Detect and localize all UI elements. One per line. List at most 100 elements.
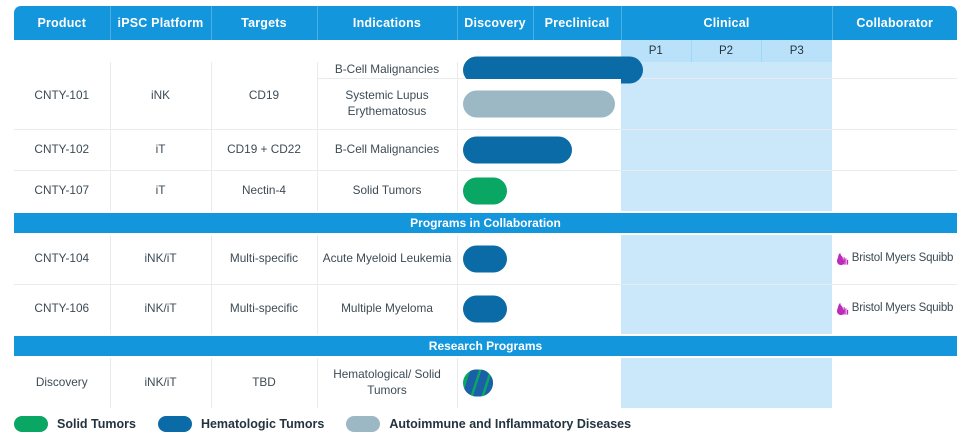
cell-platform: iNK/iT xyxy=(110,357,212,408)
cell-collaborator xyxy=(832,129,957,171)
table-row: CNTY-101 iNK CD19 B-Cell Malignancies xyxy=(14,56,957,130)
cell-bar-lane xyxy=(457,170,621,211)
legend-item-hematologic-tumors: Hematologic Tumors xyxy=(157,416,325,432)
table-row: CNTY-106 iNK/iT Multi-specific Multiple … xyxy=(14,284,957,334)
collaborator-logo-bms: Bristol Myers Squibb xyxy=(832,251,957,266)
cell-target: Multi-specific xyxy=(211,234,318,285)
col-header-preclinical: Preclinical xyxy=(533,6,622,40)
cell-product: CNTY-106 xyxy=(14,284,111,334)
cell-platform: iT xyxy=(110,129,212,171)
cell-bar-lane xyxy=(457,129,621,171)
table-row: CNTY-102 iT CD19 + CD22 B-Cell Malignanc… xyxy=(14,129,957,171)
collaborator-name: Bristol Myers Squibb xyxy=(851,252,954,265)
legend: Solid Tumors Hematologic Tumors Autoimmu… xyxy=(14,416,653,432)
col-header-discovery: Discovery xyxy=(457,6,534,40)
cell-indication: B-Cell Malignancies xyxy=(317,62,458,79)
cell-platform: iT xyxy=(110,170,212,211)
cell-collaborator: Bristol Myers Squibb xyxy=(832,284,957,334)
cell-collaborator xyxy=(832,357,957,408)
cell-indication: Multiple Myeloma xyxy=(317,284,458,334)
phase-spacer-indications xyxy=(317,40,457,62)
legend-swatch-green xyxy=(14,416,48,432)
phase-subheader-row: P1 P2 P3 xyxy=(14,40,957,62)
cell-target: TBD xyxy=(211,357,318,408)
cell-indication: B-Cell Malignancies xyxy=(317,129,458,171)
cell-bar-lane xyxy=(457,234,621,285)
phase-p3: P3 xyxy=(761,40,832,62)
cell-clinical-zone xyxy=(621,284,832,334)
col-header-collaborator: Collaborator xyxy=(832,6,957,40)
legend-swatch-blue xyxy=(157,416,192,432)
cell-collaborator xyxy=(832,62,957,79)
table-row: Systemic Lupus Erythematosus xyxy=(14,78,957,130)
cell-product: Discovery xyxy=(14,357,111,408)
cell-platform: iNK/iT xyxy=(110,234,212,285)
cell-indication: Acute Myeloid Leukemia xyxy=(317,234,458,285)
legend-label: Autoimmune and Inflammatory Diseases xyxy=(389,417,632,431)
cell-bar-lane xyxy=(457,56,643,84)
phase-spacer-targets xyxy=(211,40,317,62)
cell-product: CNTY-102 xyxy=(14,129,111,171)
cell-product: CNTY-104 xyxy=(14,234,111,285)
section-band-label: Research Programs xyxy=(14,335,957,356)
cell-target: Nectin-4 xyxy=(211,170,318,211)
col-header-indications: Indications xyxy=(317,6,458,40)
cell-platform: iNK xyxy=(110,62,212,130)
cell-target: CD19 + CD22 xyxy=(211,129,318,171)
legend-item-solid-tumors: Solid Tumors xyxy=(14,416,136,432)
cell-clinical-zone xyxy=(621,78,832,130)
legend-label: Hematologic Tumors xyxy=(200,417,325,431)
phase-p2: P2 xyxy=(691,40,762,62)
progress-bar-slate xyxy=(462,90,615,118)
cell-bar-lane xyxy=(457,357,621,408)
collaborator-name: Bristol Myers Squibb xyxy=(851,302,954,315)
cell-collaborator xyxy=(832,170,957,211)
progress-pill-split xyxy=(462,369,493,397)
table-row: CNTY-107 iT Nectin-4 Solid Tumors xyxy=(14,170,957,211)
cell-clinical-zone xyxy=(621,62,832,79)
cell-clinical-zone xyxy=(621,234,832,285)
legend-item-autoimmune: Autoimmune and Inflammatory Diseases xyxy=(346,416,631,432)
progress-bar-blue xyxy=(462,136,572,164)
cell-product: CNTY-101 xyxy=(14,62,111,130)
section-band-cell: Programs in Collaboration xyxy=(14,210,957,235)
cell-bar-lane xyxy=(457,284,621,334)
header-row: Product iPSC Platform Targets Indication… xyxy=(14,6,957,40)
cell-target: Multi-specific xyxy=(211,284,318,334)
bms-flame-icon xyxy=(836,302,848,316)
cell-collaborator xyxy=(832,78,957,130)
phase-p1: P1 xyxy=(621,40,692,62)
progress-bar-blue xyxy=(462,245,507,273)
cell-indication: Solid Tumors xyxy=(317,170,458,211)
phase-spacer-product xyxy=(14,40,110,62)
cell-clinical-zone xyxy=(621,129,832,171)
cell-clinical-zone xyxy=(621,357,832,408)
cell-target: CD19 xyxy=(211,62,318,130)
phase-spacer-platform xyxy=(110,40,211,62)
col-header-targets: Targets xyxy=(211,6,318,40)
table-row: CNTY-104 iNK/iT Multi-specific Acute Mye… xyxy=(14,234,957,285)
pipeline-table: Product iPSC Platform Targets Indication… xyxy=(14,6,957,408)
section-band-label: Programs in Collaboration xyxy=(14,212,957,233)
section-band-research: Research Programs xyxy=(14,333,957,358)
section-band-cell: Research Programs xyxy=(14,333,957,358)
section-band-collaboration: Programs in Collaboration xyxy=(14,210,957,235)
table-row: Discovery iNK/iT TBD Hematological/ Soli… xyxy=(14,357,957,408)
cell-platform: iNK/iT xyxy=(110,284,212,334)
col-header-clinical: Clinical xyxy=(621,6,833,40)
legend-swatch-slate xyxy=(346,416,381,432)
col-header-product: Product xyxy=(14,6,111,40)
col-header-ipsc-platform: iPSC Platform xyxy=(110,6,212,40)
progress-bar-blue xyxy=(462,295,507,323)
progress-bar-green xyxy=(462,177,507,205)
cell-indication: Hematological/ Solid Tumors xyxy=(317,357,458,408)
cell-indication: Systemic Lupus Erythematosus xyxy=(317,78,458,130)
cell-product: CNTY-107 xyxy=(14,170,111,211)
legend-label: Solid Tumors xyxy=(57,417,136,431)
cell-collaborator: Bristol Myers Squibb xyxy=(832,234,957,285)
phase-spacer-collaborator xyxy=(832,40,957,62)
bms-flame-icon xyxy=(836,252,848,266)
cell-bar-lane xyxy=(457,78,621,130)
cell-clinical-zone xyxy=(621,170,832,211)
